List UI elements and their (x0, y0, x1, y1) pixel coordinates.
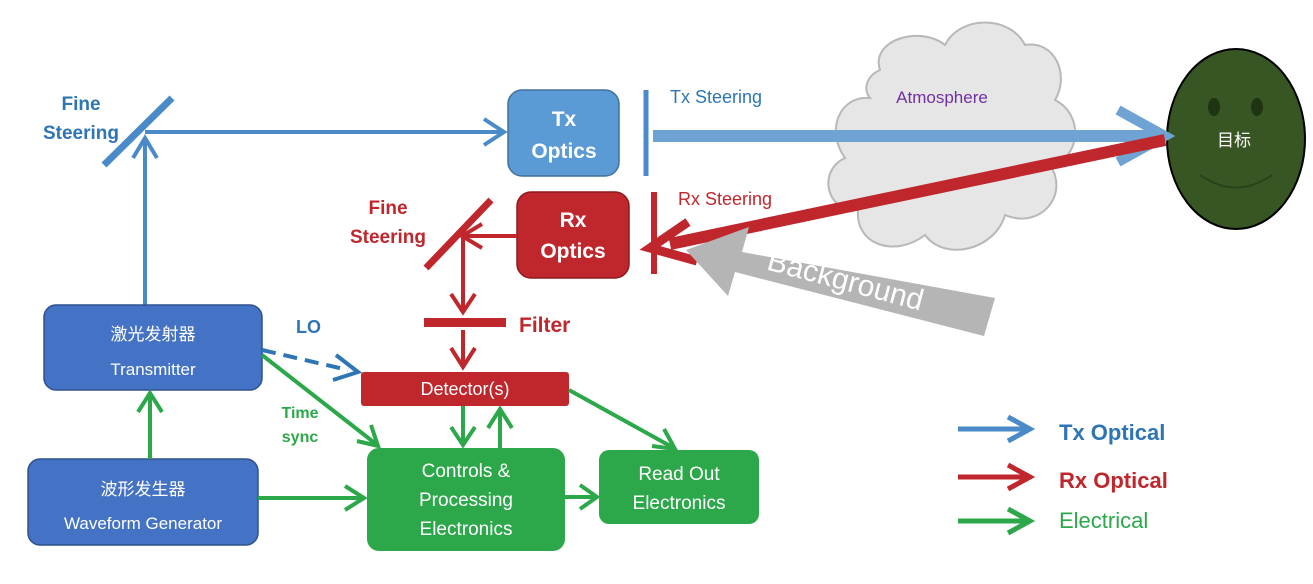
readout-line2: Electronics (633, 493, 726, 514)
transmitter-line1: 激光发射器 (111, 325, 196, 344)
waveform-line2: Waveform Generator (64, 514, 222, 533)
tx-fine-steering-mirror-icon (101, 95, 175, 168)
legend: Tx Optical Rx Optical Electrical (958, 414, 1168, 536)
controls-processing-box (367, 448, 565, 551)
tx-fine-steering-line1: Fine (61, 94, 100, 115)
background-label: Background (764, 244, 927, 317)
rx-optics-box (516, 191, 630, 279)
transmitter-box (43, 304, 263, 391)
rx-steering-label: Rx Steering (678, 189, 772, 209)
time-sync-line1: Time (281, 405, 318, 422)
readout-line1: Read Out (638, 464, 720, 485)
tx-beam-arrow (653, 105, 1176, 167)
atmosphere-label: Atmosphere (896, 88, 988, 107)
tx-steering-label: Tx Steering (670, 87, 762, 107)
tx-optics-box (507, 89, 620, 177)
legend-electrical-label: Electrical (1059, 508, 1148, 533)
lo-label: LO (296, 317, 321, 337)
tx-path-arrows (131, 117, 508, 305)
waveform-generator-box (27, 458, 259, 546)
tx-fine-steering-line2: Steering (43, 123, 119, 144)
filter-plate (424, 318, 506, 327)
tx-optics-line1: Tx (552, 108, 577, 131)
rx-beam-arrow (639, 134, 1167, 266)
waveform-line1: 波形发生器 (101, 480, 186, 499)
target-label: 目标 (1217, 131, 1251, 150)
transmitter-line2: Transmitter (110, 360, 196, 379)
filter-label: Filter (519, 314, 570, 337)
legend-tx-arrow (958, 414, 1036, 444)
time-sync-line2: sync (282, 429, 319, 446)
rx-fine-steering-line1: Fine (368, 198, 407, 219)
legend-tx-label: Tx Optical (1059, 420, 1165, 445)
rx-fine-steering-mirror-icon (423, 197, 494, 271)
background-arrow (686, 227, 995, 336)
readout-electronics-box (599, 450, 759, 524)
rx-fine-steering-line2: Steering (350, 227, 426, 248)
legend-rx-arrow (958, 462, 1036, 492)
controls-line1: Controls & (422, 461, 511, 482)
controls-line2: Processing (419, 490, 513, 511)
rx-optics-line2: Optics (540, 240, 605, 263)
lo-dashed-arrow (261, 348, 363, 382)
electrical-arrows (136, 353, 679, 512)
legend-rx-label: Rx Optical (1059, 468, 1168, 493)
detector-box (361, 372, 569, 406)
legend-electrical-arrow (958, 506, 1036, 536)
rx-path-arrows (449, 222, 517, 371)
controls-line3: Electronics (420, 519, 513, 540)
detector-label: Detector(s) (420, 379, 509, 399)
rx-optics-line1: Rx (560, 209, 587, 232)
tx-optics-line2: Optics (531, 140, 596, 163)
